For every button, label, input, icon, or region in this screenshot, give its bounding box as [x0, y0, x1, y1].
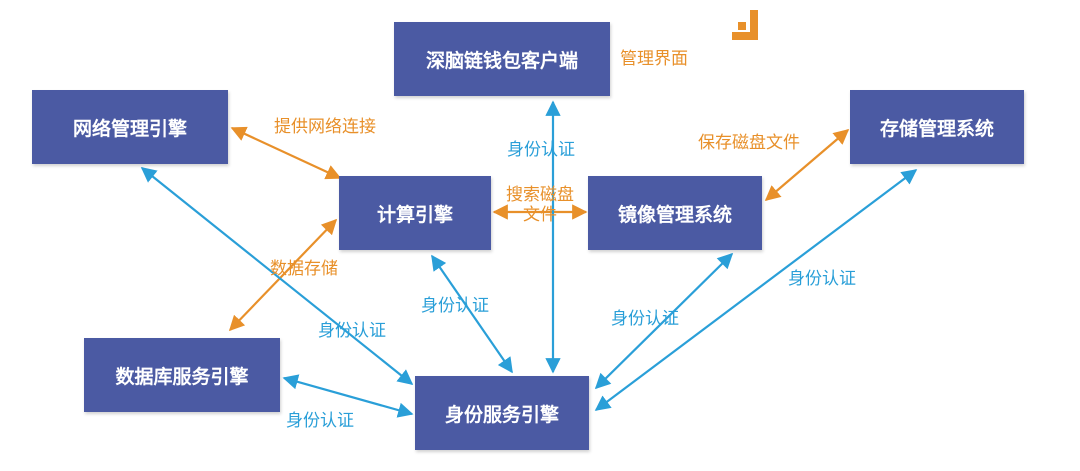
label-search-disk-line1: 搜索磁盘: [506, 185, 574, 205]
label-auth-compute: 身份认证: [421, 296, 489, 316]
label-management-ui: 管理界面: [620, 49, 688, 69]
arrow-storage-identity: [594, 169, 918, 411]
label-auth-client: 身份认证: [507, 140, 575, 160]
label-search-disk-line2: 文件: [523, 204, 557, 225]
node-network: 网络管理引擎: [32, 90, 228, 164]
node-identity: 身份服务引擎: [415, 376, 589, 450]
label-provide-network: 提供网络连接: [274, 117, 376, 137]
logo-icon: [732, 10, 758, 40]
label-search-disk: 搜索磁盘 文件: [496, 185, 584, 225]
node-storage: 存储管理系统: [850, 90, 1024, 164]
label-auth-database: 身份认证: [286, 411, 354, 431]
node-compute: 计算引擎: [339, 176, 491, 250]
node-database: 数据库服务引擎: [84, 338, 280, 412]
label-save-disk: 保存磁盘文件: [698, 133, 800, 153]
label-auth-network: 身份认证: [318, 321, 386, 341]
arrow-network-identity: [140, 167, 414, 385]
node-image: 镜像管理系统: [588, 176, 762, 250]
label-auth-image: 身份认证: [611, 309, 679, 329]
label-auth-storage: 身份认证: [788, 269, 856, 289]
arrow-compute-identity: [431, 254, 513, 374]
node-client: 深脑链钱包客户端: [394, 22, 610, 96]
label-data-storage: 数据存储: [270, 259, 338, 279]
arrow-database-identity: [282, 374, 414, 418]
